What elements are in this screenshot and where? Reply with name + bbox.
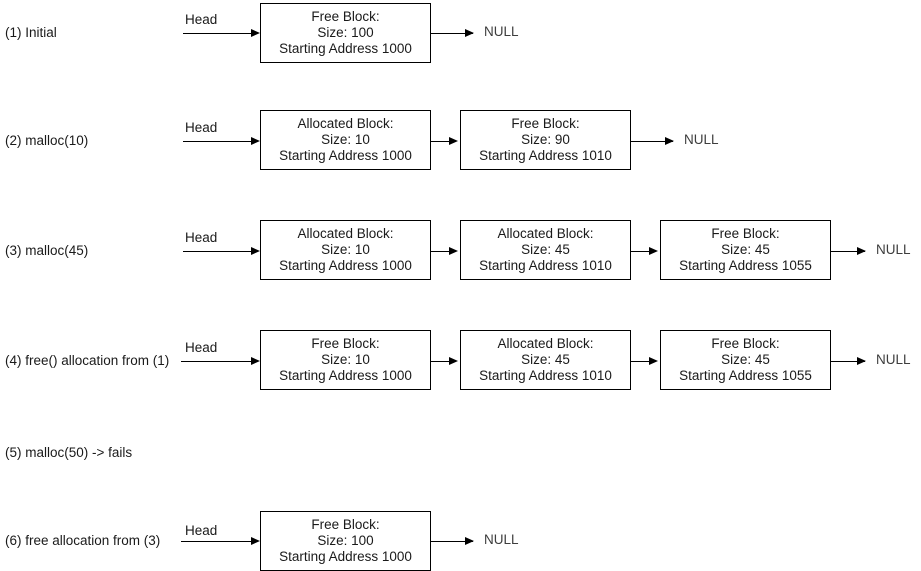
block-link-arrowhead-icon — [449, 246, 458, 255]
block-size: Size: 10 — [321, 242, 370, 257]
block-type: Free Block: — [311, 9, 380, 24]
block-address: Starting Address 1000 — [279, 258, 412, 273]
memory-block: Free Block: Size: 100 Starting Address 1… — [260, 3, 431, 63]
null-arrow-line — [431, 541, 473, 542]
block-link-arrowhead-icon — [449, 356, 458, 365]
block-size: Size: 45 — [721, 352, 770, 367]
head-label: Head — [185, 12, 218, 27]
block-size: Size: 45 — [721, 242, 770, 257]
block-size: Size: 10 — [321, 132, 370, 147]
block-link-line — [631, 251, 651, 252]
head-label: Head — [185, 340, 218, 355]
head-label: Head — [185, 523, 218, 538]
null-arrowhead-icon — [857, 246, 866, 255]
block-type: Allocated Block: — [297, 116, 394, 131]
head-arrowhead-icon — [251, 28, 260, 37]
block-type: Free Block: — [711, 226, 780, 241]
null-terminator: NULL — [484, 532, 519, 547]
head-arrow-line — [183, 33, 251, 34]
null-arrowhead-icon — [465, 536, 474, 545]
step-label: (3) malloc(45) — [5, 243, 89, 258]
block-type: Free Block: — [311, 517, 380, 532]
block-type: Free Block: — [711, 336, 780, 351]
null-terminator: NULL — [484, 24, 519, 39]
step-label: (1) Initial — [5, 25, 57, 40]
block-address: Starting Address 1000 — [279, 368, 412, 383]
memory-block: Free Block: Size: 45 Starting Address 10… — [660, 330, 831, 390]
head-arrow-line — [181, 541, 251, 542]
null-terminator: NULL — [684, 132, 719, 147]
block-link-line — [431, 361, 451, 362]
block-address: Starting Address 1010 — [479, 368, 612, 383]
block-address: Starting Address 1055 — [679, 368, 812, 383]
null-arrow-line — [831, 251, 865, 252]
memory-block: Free Block: Size: 45 Starting Address 10… — [660, 220, 831, 280]
memory-block: Free Block: Size: 100 Starting Address 1… — [260, 511, 431, 571]
head-arrow-line — [183, 141, 251, 142]
head-label: Head — [185, 230, 218, 245]
null-arrow-line — [831, 361, 865, 362]
memory-block: Free Block: Size: 90 Starting Address 10… — [460, 110, 631, 170]
block-type: Free Block: — [311, 336, 380, 351]
block-size: Size: 45 — [521, 352, 570, 367]
head-arrowhead-icon — [251, 246, 260, 255]
block-size: Size: 45 — [521, 242, 570, 257]
step-label: (2) malloc(10) — [5, 133, 89, 148]
block-size: Size: 100 — [317, 25, 374, 40]
block-size: Size: 100 — [317, 533, 374, 548]
block-link-line — [431, 141, 451, 142]
head-arrowhead-icon — [251, 136, 260, 145]
null-terminator: NULL — [876, 352, 911, 367]
block-link-line — [631, 361, 651, 362]
block-address: Starting Address 1000 — [279, 148, 412, 163]
block-link-line — [431, 251, 451, 252]
null-arrowhead-icon — [665, 136, 674, 145]
memory-block: Allocated Block: Size: 45 Starting Addre… — [460, 220, 631, 280]
block-link-arrowhead-icon — [649, 356, 658, 365]
block-size: Size: 10 — [321, 352, 370, 367]
block-type: Allocated Block: — [497, 226, 594, 241]
null-arrowhead-icon — [857, 356, 866, 365]
head-arrow-line — [181, 361, 251, 362]
step-label: (6) free allocation from (3) — [5, 533, 161, 548]
head-label: Head — [185, 120, 218, 135]
head-arrow-line — [183, 251, 251, 252]
null-arrowhead-icon — [465, 28, 474, 37]
block-address: Starting Address 1055 — [679, 258, 812, 273]
block-address: Starting Address 1010 — [479, 258, 612, 273]
block-address: Starting Address 1010 — [479, 148, 612, 163]
step-label: (4) free() allocation from (1) — [5, 353, 170, 368]
null-arrow-line — [631, 141, 673, 142]
memory-block: Allocated Block: Size: 45 Starting Addre… — [460, 330, 631, 390]
block-link-arrowhead-icon — [449, 136, 458, 145]
memory-block: Free Block: Size: 10 Starting Address 10… — [260, 330, 431, 390]
block-type: Free Block: — [511, 116, 580, 131]
head-arrowhead-icon — [251, 356, 260, 365]
step-label: (5) malloc(50) -> fails — [5, 445, 133, 460]
block-type: Allocated Block: — [297, 226, 394, 241]
head-arrowhead-icon — [251, 536, 260, 545]
null-terminator: NULL — [876, 242, 911, 257]
block-type: Allocated Block: — [497, 336, 594, 351]
block-address: Starting Address 1000 — [279, 549, 412, 564]
memory-block: Allocated Block: Size: 10 Starting Addre… — [260, 220, 431, 280]
null-arrow-line — [431, 33, 473, 34]
block-address: Starting Address 1000 — [279, 41, 412, 56]
block-size: Size: 90 — [521, 132, 570, 147]
block-link-arrowhead-icon — [649, 246, 658, 255]
memory-block: Allocated Block: Size: 10 Starting Addre… — [260, 110, 431, 170]
